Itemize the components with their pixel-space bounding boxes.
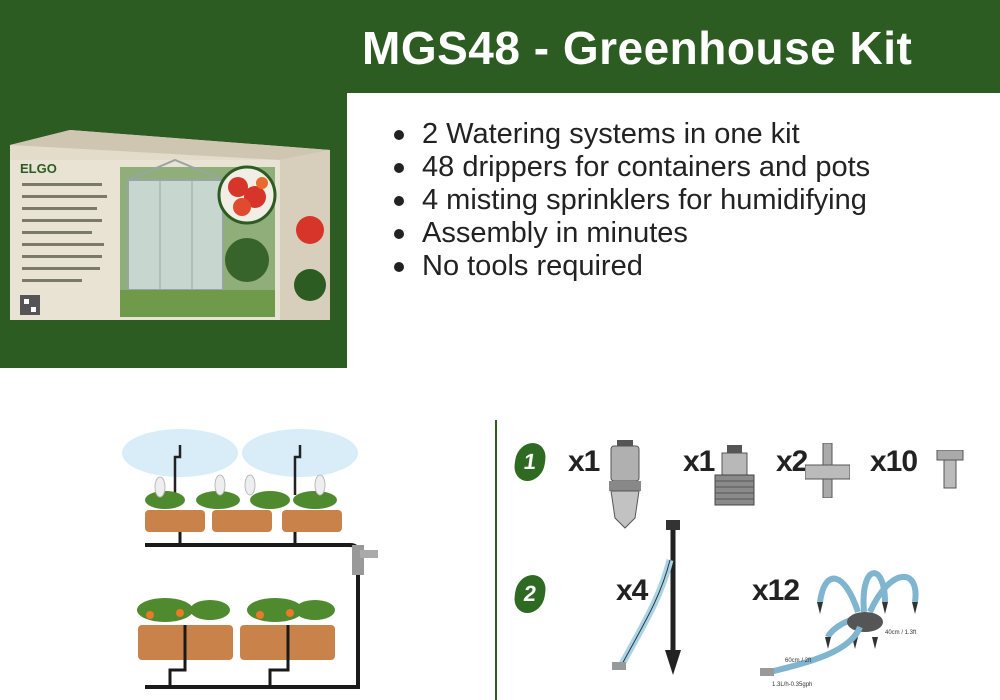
box-brand: ELGO [20,161,57,176]
tube-length-label: 40cm / 1.3ft [885,630,917,636]
flow-rate-label: 1.3L/h-0.35gph [772,682,812,688]
quantity-label: x1 [568,445,600,478]
end-plug-icon [936,450,964,489]
feature-item: 48 drippers for containers and pots [392,151,870,184]
product-box-image: ELGO [10,130,330,320]
dripper-manifold-icon: 40cm / 1.3ft 60cm / 2ft 1.3L/h-0.35gph [760,570,919,688]
quantity-label: x10 [870,445,918,478]
quantity-label: x2 [776,445,808,478]
tee-connector-icon [805,443,850,498]
hose-connector-icon [714,445,755,506]
page-title: MGS48 - Greenhouse Kit [362,22,913,74]
feature-item: No tools required [392,250,870,283]
tube-length-label: 60cm / 2ft [785,658,812,664]
misting-sprinkler-icon [612,520,681,675]
quantity-label: x4 [616,574,648,607]
feature-item: 2 Watering systems in one kit [392,118,870,151]
quantity-label: x1 [683,445,715,478]
feature-item: Assembly in minutes [392,217,870,250]
section-divider [495,420,497,700]
feature-item: 4 misting sprinklers for humidifying [392,184,870,217]
pressure-regulator-icon [609,440,641,529]
quantity-label: x12 [752,574,800,607]
feature-list: 2 Watering systems in one kit 48 dripper… [392,118,870,283]
kit-badge-2: 2 [512,575,548,613]
kit-badge-1: 1 [512,443,548,481]
header-banner [0,0,1000,93]
watering-system-diagram [122,429,378,689]
